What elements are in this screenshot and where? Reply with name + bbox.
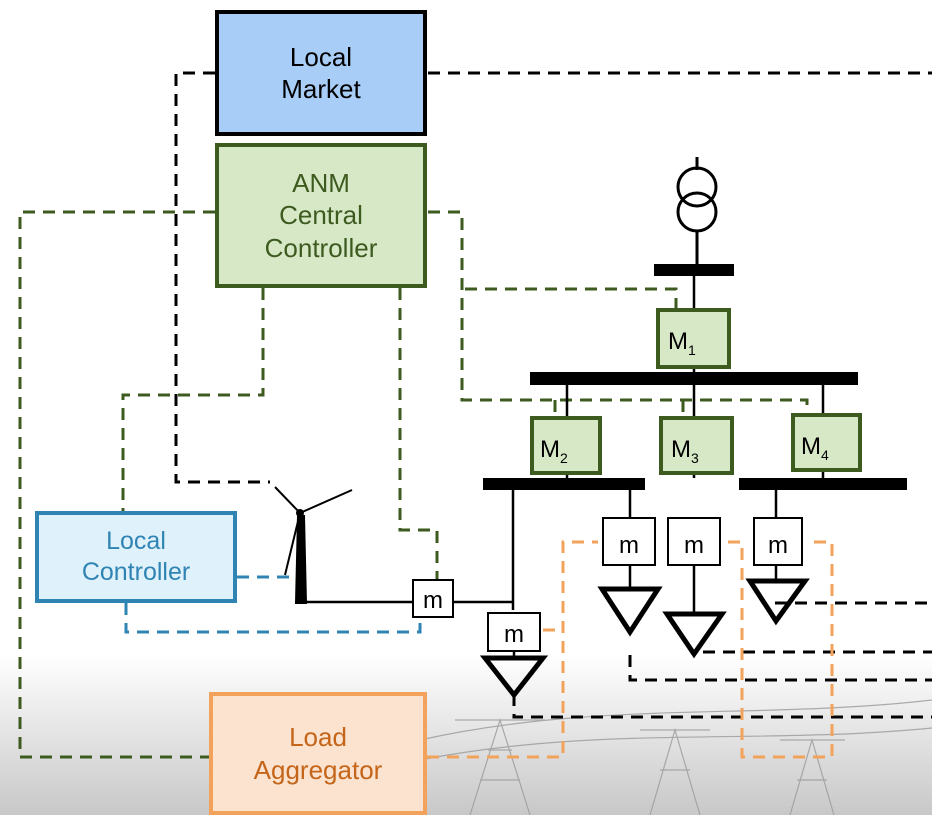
svg-text:M3: M3	[671, 436, 699, 466]
meter-label: m	[684, 532, 704, 559]
meter-label: m	[768, 532, 788, 559]
top-busbar	[654, 264, 734, 276]
local-market-label: Local Market	[281, 41, 361, 105]
meter-label: m	[423, 587, 443, 614]
bus-monitors: M1 M2 M3 M4	[530, 308, 862, 475]
load-icon	[745, 578, 810, 626]
transformer-icon	[676, 157, 718, 265]
wind-turbine-icon	[274, 486, 353, 604]
monitor-letter: M	[540, 436, 560, 463]
pylon-silhouettes	[419, 699, 932, 815]
load-aggregator-label: Load Aggregator	[253, 722, 383, 785]
monitor-m4: M4	[791, 413, 862, 472]
local-controller-dashed-links	[124, 575, 422, 634]
market-dashed-links	[174, 71, 932, 719]
local-controller-box: Local Controller	[35, 511, 237, 603]
monitor-letter: M	[671, 436, 691, 463]
monitor-m3: M3	[659, 416, 734, 475]
load-icon	[597, 586, 663, 637]
svg-text:M2: M2	[540, 436, 568, 466]
monitor-letter: M	[668, 328, 688, 355]
local-market-box: Local Market	[215, 10, 427, 136]
monitor-index: 2	[560, 450, 568, 466]
anm-central-controller-box: ANM Central Controller	[215, 143, 427, 288]
meter-load-b: m	[602, 517, 656, 566]
left-feeder-busbar	[483, 478, 645, 490]
meter-label: m	[619, 532, 639, 559]
svg-text:M1: M1	[668, 328, 696, 358]
meter-load-c: m	[667, 517, 721, 566]
main-busbar	[530, 372, 858, 385]
monitor-index: 4	[821, 447, 829, 463]
svg-text:M4: M4	[801, 433, 829, 463]
monitor-m2: M2	[530, 416, 602, 475]
meter-load-a: m	[487, 612, 541, 652]
load-icon	[662, 611, 727, 659]
background-photo	[0, 655, 932, 815]
load-aggregator-box: Load Aggregator	[209, 692, 427, 815]
anm-central-controller-label: ANM Central Controller	[264, 167, 378, 263]
monitor-index: 1	[688, 342, 696, 358]
meter-load-d: m	[753, 517, 803, 566]
right-feeder-busbar	[739, 478, 907, 490]
monitor-letter: M	[801, 433, 821, 460]
busbars	[483, 264, 907, 490]
monitor-index: 3	[691, 450, 699, 466]
local-controller-label: Local Controller	[81, 526, 191, 586]
meters: m m m m m	[412, 517, 803, 652]
anm-dashed-links	[18, 210, 809, 759]
monitor-m1: M1	[656, 308, 731, 369]
meter-label: m	[504, 621, 524, 648]
aggregator-dashed-links	[427, 540, 834, 759]
load-feeders	[512, 565, 778, 658]
meter-turbine: m	[412, 579, 454, 618]
